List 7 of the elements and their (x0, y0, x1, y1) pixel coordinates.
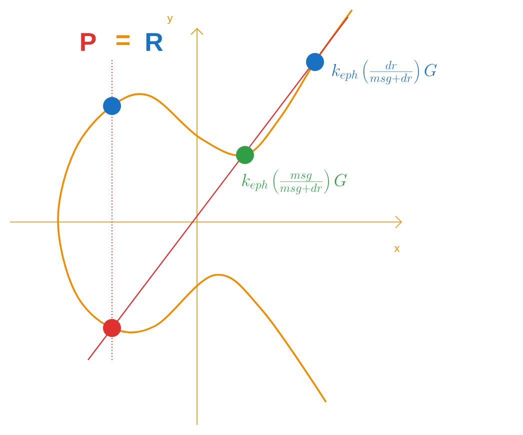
point-label: = (116, 35, 130, 46)
point-label: P (81, 33, 96, 51)
formula-label: $k_{eph}\left(\frac{msg}{msg + dr}\right)G$ (242, 170, 347, 194)
axis-label: x (394, 246, 400, 252)
point-label: R (146, 33, 163, 51)
axis-label: y (167, 16, 173, 24)
formula-label: $k_{eph}\left(\frac{dr}{msg + dr}\right)G$ (332, 60, 437, 84)
